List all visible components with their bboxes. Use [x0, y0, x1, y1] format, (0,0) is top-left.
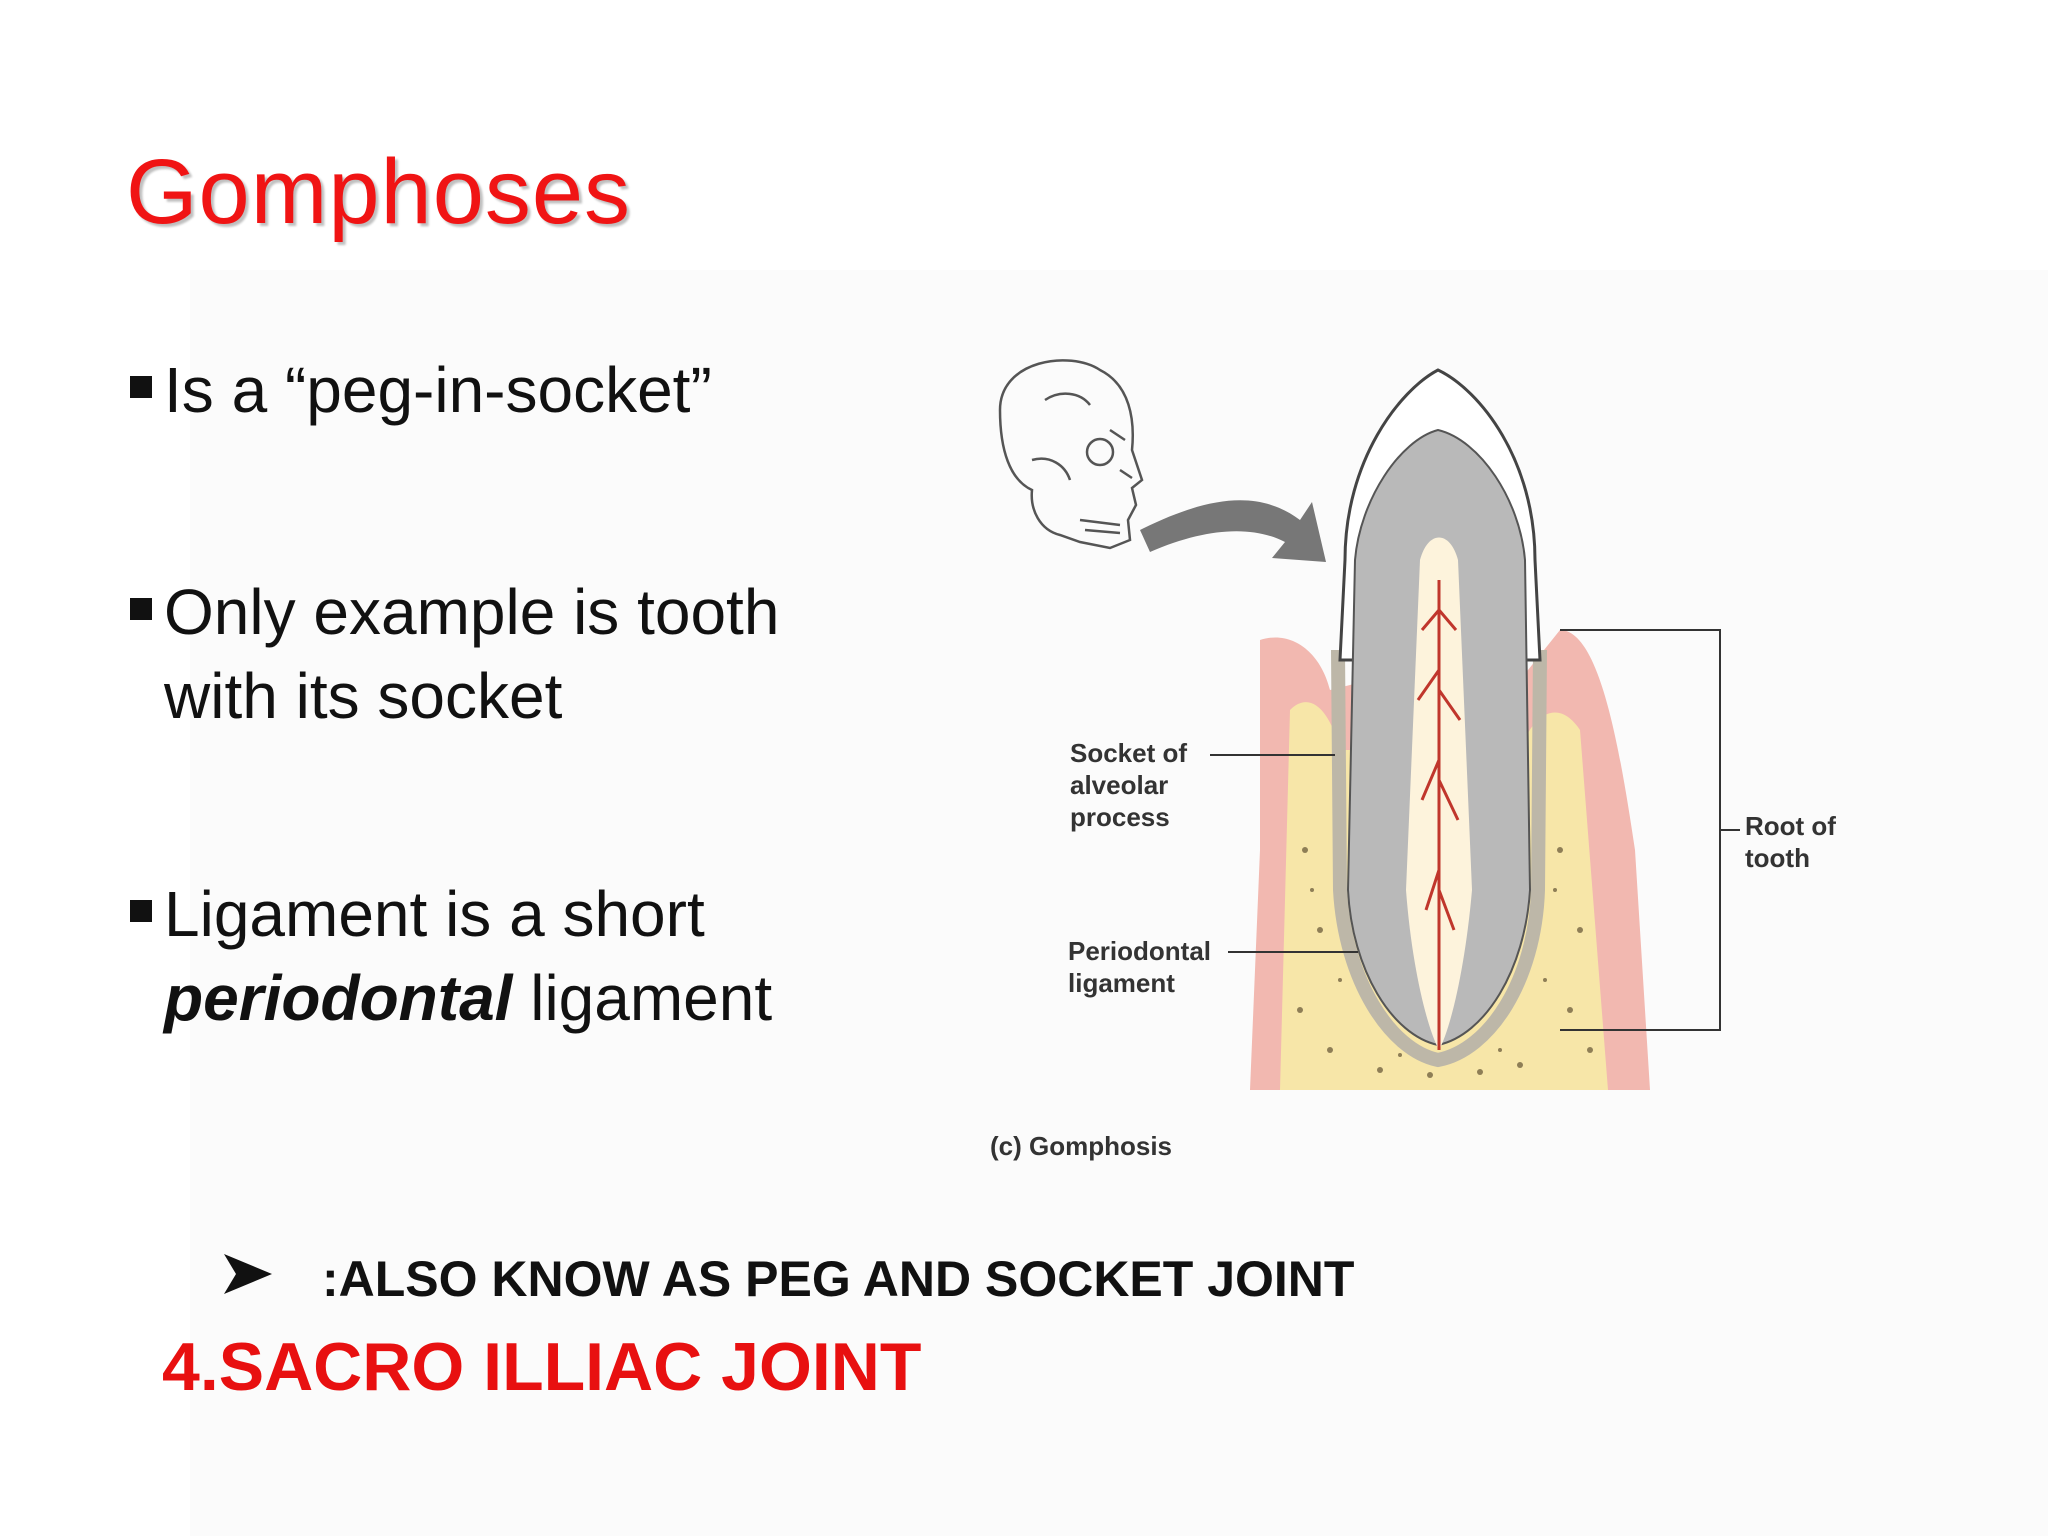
slide-background [190, 270, 2048, 1536]
bullet-peg-in-socket: Is a “peg-in-socket” [130, 348, 712, 432]
skull-icon [998, 359, 1144, 550]
pointer-arrow-icon [1140, 500, 1326, 562]
bullet-marker [130, 598, 152, 620]
bullet-text: Is a “peg-in-socket” [164, 354, 712, 426]
gomphosis-illustration [998, 359, 1740, 1090]
bullet-text-line1: Ligament is a short [164, 878, 705, 950]
label-periodontal-ligament: Periodontal ligament [1068, 936, 1212, 998]
next-section-heading: 4.SACRO ILLIAC JOINT [162, 1329, 922, 1405]
gomphosis-diagram: Socket of alveolar process Periodontal l… [960, 330, 1900, 1180]
label-root-of-tooth: Root of tooth [1745, 811, 1836, 873]
bullet-text-line1: Only example is tooth [164, 576, 780, 648]
bone-texture [1297, 847, 1593, 1078]
arrowhead-bullet-icon [222, 1250, 282, 1308]
sub-point: :ALSO KNOW AS PEG AND SOCKET JOINT [222, 1250, 1354, 1308]
bullet-text-line2: with its socket [164, 660, 563, 732]
slide-title: Gomphoses [126, 141, 632, 243]
periodontal-ligament-layer [1331, 649, 1547, 1068]
bullet-text-rest: ligament [512, 962, 773, 1034]
bullet-marker [130, 900, 152, 922]
emphasis-periodontal: periodontal [164, 962, 513, 1034]
caption-gomphosis: (c) Gomphosis [990, 1131, 1173, 1161]
bullet-only-example: Only example is tooth with its socket [130, 570, 779, 738]
bullet-text-line2: periodontal ligament [164, 956, 772, 1040]
sub-point-text: :ALSO KNOW AS PEG AND SOCKET JOINT [322, 1251, 1355, 1307]
pulp-vessels [1416, 580, 1462, 1050]
bullet-ligament: Ligament is a short periodontal ligament [130, 872, 772, 1040]
label-socket-of-alveolar-process: Socket of alveolar process [1070, 738, 1188, 832]
bullet-marker [130, 376, 152, 398]
